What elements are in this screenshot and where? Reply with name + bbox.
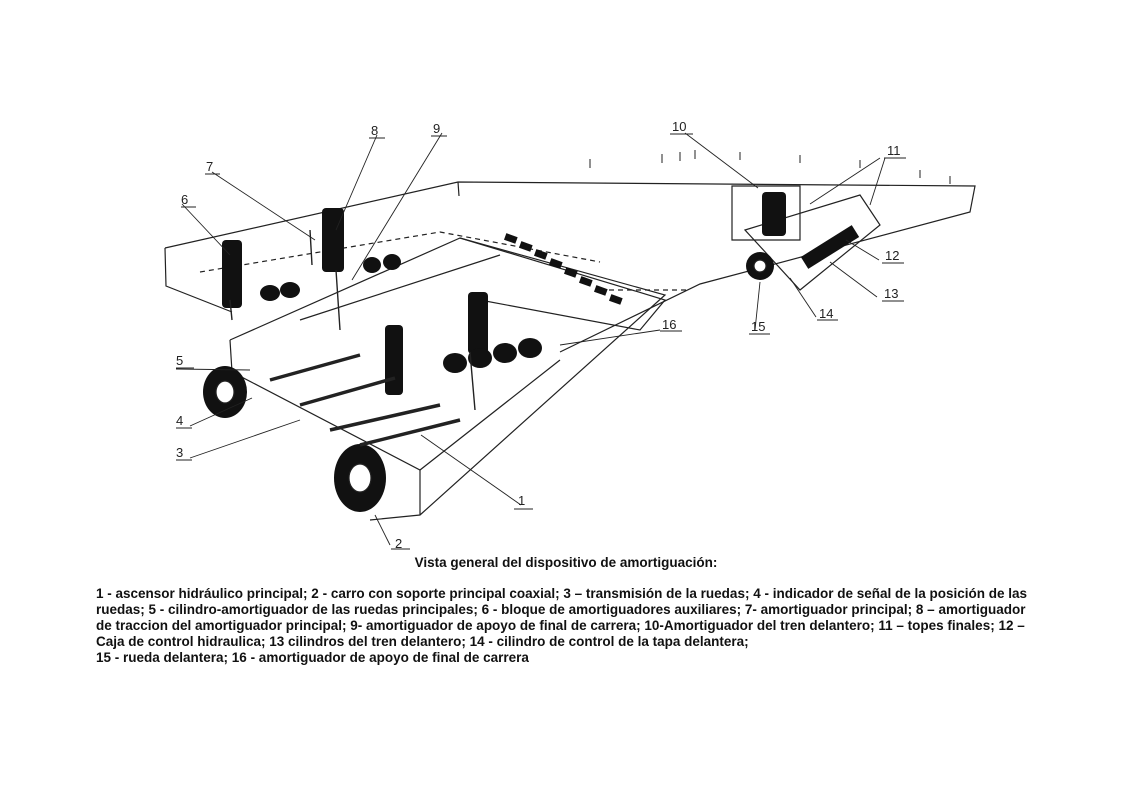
callout-number: 9	[433, 121, 440, 136]
legend-line: 15 - rueda delantera; 16 - amortiguador …	[96, 650, 529, 665]
callout-number: 6	[181, 192, 188, 207]
callout-number: 4	[176, 413, 183, 428]
legend-line: Caja de control hidraulica; 13 cilindros…	[96, 634, 749, 649]
callout-number: 5	[176, 353, 183, 368]
callout-number: 7	[206, 159, 213, 174]
callout-number: 15	[751, 319, 765, 334]
callout-number: 13	[884, 286, 898, 301]
callout-number: 1	[518, 493, 525, 508]
callout-number: 2	[395, 536, 402, 551]
legend: 1 - ascensor hidráulico principal; 2 - c…	[96, 586, 1036, 666]
callout-number: 3	[176, 445, 183, 460]
callout-number: 10	[672, 119, 686, 134]
legend-line: 1 - ascensor hidráulico principal; 2 - c…	[96, 586, 1028, 601]
legend-line: de traccion del amortiguador principal; …	[96, 618, 1025, 633]
callout-number: 16	[662, 317, 676, 332]
callout-number: 14	[819, 306, 833, 321]
caption-title: Vista general del dispositivo de amortig…	[414, 555, 718, 570]
diagram-drawing	[164, 132, 976, 550]
callout-number: 12	[885, 248, 899, 263]
callout-number: 11	[887, 143, 901, 158]
legend-line: ruedas; 5 - cilindro-amortiguador de las…	[96, 602, 1026, 617]
shock-absorber-diagram: 1 2 3 4 5 6 7 8 9 10 11 12 13 14 15 16	[164, 119, 976, 551]
callout-number: 8	[371, 123, 378, 138]
callout-labels: 1 2 3 4 5 6 7 8 9 10 11 12 13 14 15 16	[176, 119, 901, 551]
